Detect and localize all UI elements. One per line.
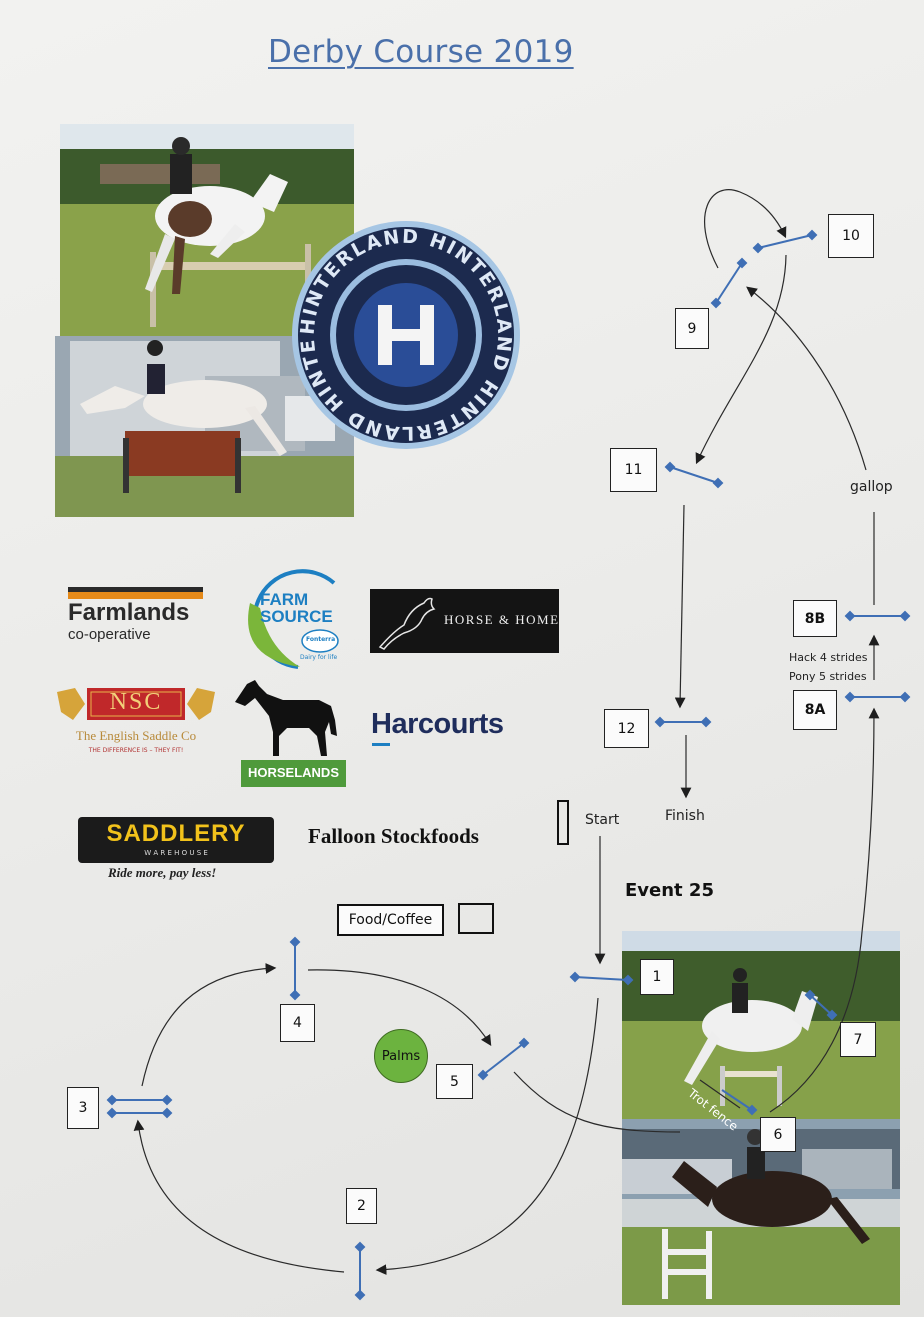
fence-label-9: 9 — [675, 308, 709, 349]
arrow-1-to-2 — [375, 997, 599, 1275]
harcourts-logo: Harcourts — [371, 708, 523, 748]
saddlery-tagline: Ride more, pay less! — [108, 865, 217, 880]
farm-source-tagline: Dairy for life — [300, 654, 338, 661]
harcourts-text: Harcourts — [371, 708, 504, 740]
nsc-logo: NSC The English Saddle Co THE DIFFERENCE… — [55, 684, 217, 760]
page-title: Derby Course 2019 — [268, 34, 574, 70]
farmlands-sub: co-operative — [68, 626, 151, 643]
gallop-label: gallop — [850, 479, 893, 495]
nsc-tagline: THE DIFFERENCE IS – THEY FIT! — [88, 747, 184, 754]
nsc-initials: NSC — [109, 689, 163, 715]
arrow-gallop-to-9 — [746, 286, 867, 471]
fence-label-11: 11 — [610, 448, 657, 492]
fence-4-marker — [289, 936, 301, 1001]
start-label: Start — [585, 812, 620, 828]
fence-10-marker — [752, 229, 818, 254]
fence-1-marker — [569, 971, 634, 986]
horselands-logo: HORSELANDS — [231, 676, 346, 787]
fence-3-marker — [106, 1094, 173, 1119]
palms-marker: Palms — [374, 1029, 428, 1083]
strides-hack-label: Hack 4 strides — [789, 651, 868, 664]
nsc-name: The English Saddle Co — [75, 728, 197, 743]
saddlery-warehouse-logo: SADDLERY W A R E H O U S E Ride more, pa… — [78, 817, 276, 885]
hinterland-logo: HINTERLAND HINTERLAND HINTERLAND HINTERL… — [281, 202, 522, 451]
arrow-11-to-12 — [674, 504, 686, 709]
farm-source-word2: SOURCE — [260, 607, 333, 626]
fence-label-7: 7 — [840, 1022, 876, 1057]
food-coffee-sign: Food/Coffee — [337, 904, 444, 936]
fence-label-6: 6 — [760, 1117, 796, 1152]
fence-5-marker — [477, 1037, 530, 1081]
strides-pony-label: Pony 5 strides — [789, 670, 867, 683]
horselands-text: HORSELANDS — [247, 765, 339, 780]
farm-source-word1: FARM — [260, 590, 309, 609]
fence-9-marker — [710, 257, 748, 309]
fence-label-4: 4 — [280, 1004, 315, 1042]
arrow-10-to-11 — [695, 254, 787, 465]
fence-7-marker — [804, 989, 838, 1021]
fence-label-12: 12 — [604, 709, 649, 748]
food-stall-marker — [458, 903, 494, 934]
arrow-7-to-8a — [861, 707, 880, 933]
fence-12-marker — [654, 716, 712, 728]
arrow-2-to-3 — [133, 1119, 345, 1273]
fence-8b-marker — [844, 610, 911, 622]
fence-label-2: 2 — [346, 1188, 377, 1224]
arrow-4-to-5 — [307, 969, 492, 1047]
falloon-stockfoods-logo: Falloon Stockfoods — [308, 824, 479, 848]
fonterra-badge: Fonterra — [306, 636, 336, 643]
warehouse-word: W A R E H O U S E — [144, 849, 208, 857]
trot-fence-line — [699, 1079, 741, 1109]
fence-label-8a: 8A — [793, 690, 837, 730]
saddlery-word: SADDLERY — [106, 820, 246, 847]
horse-and-home-logo: HORSE & HOME — [370, 589, 559, 653]
finish-label: Finish — [665, 808, 705, 824]
horse-and-home-text: HORSE & HOME — [444, 612, 560, 627]
arrow-5-to-6 — [513, 1071, 681, 1133]
fence-6-marker — [721, 1089, 758, 1116]
fence-label-1: 1 — [640, 959, 674, 995]
arrow-6-to-7 — [769, 931, 863, 1113]
start-gate-marker — [557, 800, 569, 845]
arrow-9-loop-to-10 — [703, 189, 787, 269]
arrow-3-to-4 — [141, 963, 277, 1087]
fence-label-5: 5 — [436, 1064, 473, 1099]
fence-label-10: 10 — [828, 214, 874, 258]
farmlands-name: Farmlands — [68, 599, 190, 626]
farmlands-logo: Farmlands co-operative — [68, 587, 203, 649]
fence-label-8b: 8B — [793, 600, 837, 637]
fence-2-marker — [354, 1241, 366, 1301]
photo-grey-jump — [55, 336, 354, 517]
fence-label-3: 3 — [67, 1087, 99, 1129]
fence-8a-marker — [844, 691, 911, 703]
farm-source-logo: FARM SOURCE Fonterra Dairy for life — [238, 563, 340, 671]
fence-11-marker — [664, 461, 724, 489]
event-number: Event 25 — [625, 880, 714, 901]
